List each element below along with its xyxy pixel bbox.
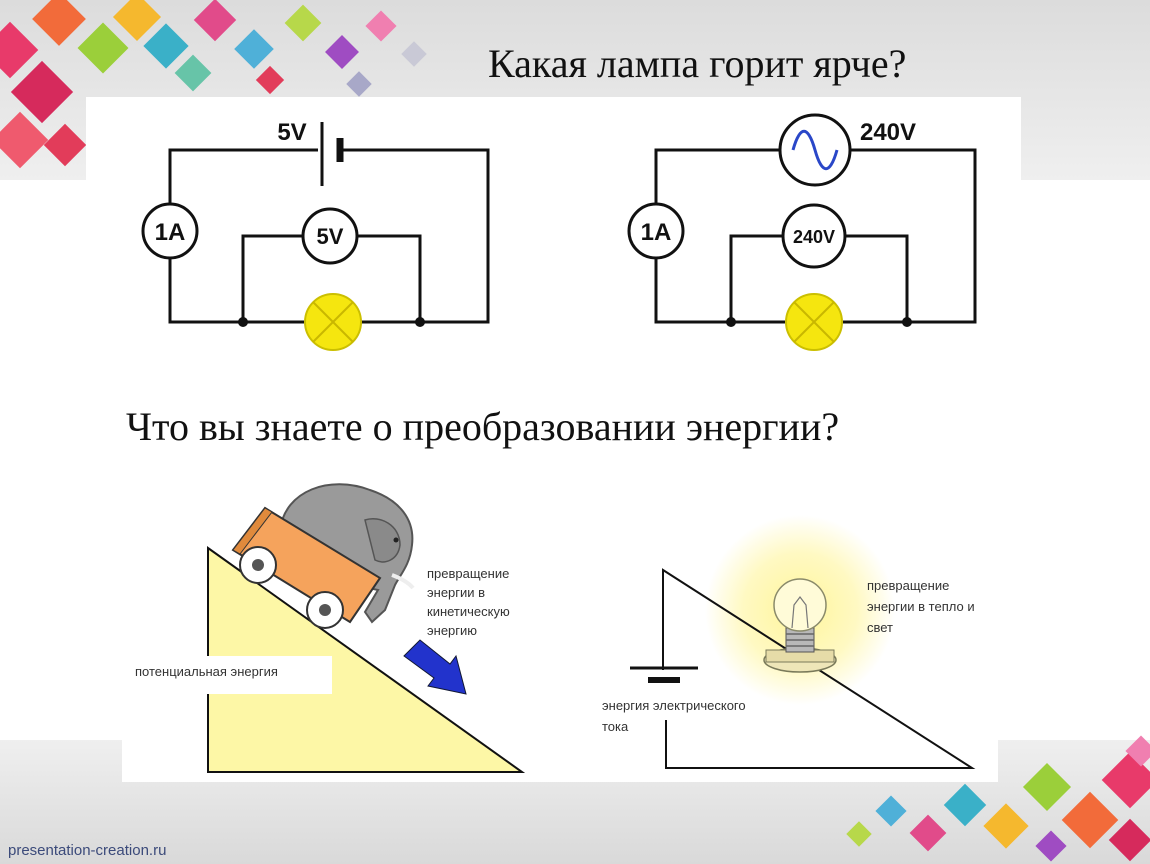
kinetic-line-4: энергию: [427, 623, 477, 638]
ac-ammeter-label: 1A: [641, 219, 672, 246]
potential-energy-label: потенциальная энергия: [135, 664, 278, 679]
kinetic-line-2: энергии в: [427, 585, 485, 600]
dc-junction-left: [238, 317, 248, 327]
dc-source-label: 5V: [277, 119, 306, 146]
dc-voltmeter-label: 5V: [317, 224, 344, 249]
top-left-diamond-cluster: [0, 0, 427, 169]
ac-lamp-icon: [785, 293, 843, 351]
dc-junction-right: [415, 317, 425, 327]
ac-voltmeter-label: 240V: [793, 227, 835, 247]
heat-line-2: энергии в тепло и: [867, 599, 975, 614]
kinetic-line-1: превращение: [427, 566, 509, 581]
light-bulb-icon: [763, 578, 837, 673]
motion-arrow-icon: [403, 639, 467, 695]
ac-voltmeter: [781, 203, 847, 269]
heat-line-3: свет: [867, 620, 893, 635]
dc-ammeter: [141, 202, 199, 260]
kinetic-line-3: кинетическую: [427, 604, 510, 619]
ac-junction-right: [902, 317, 912, 327]
slide-subtitle: Что вы знаете о преобразовании энергии?: [126, 404, 840, 449]
slide-title: Какая лампа горит ярче?: [488, 41, 907, 86]
current-line-2: тока: [602, 719, 629, 734]
cart-wheel-back: [306, 591, 344, 629]
ac-source-icon: [778, 113, 852, 187]
potential-label-box: [127, 656, 332, 694]
ac-junction-left: [726, 317, 736, 327]
heat-line-1: превращение: [867, 578, 949, 593]
heat-light-conversion-text: превращение энергии в тепло и свет: [867, 578, 978, 635]
ac-ammeter: [627, 202, 685, 260]
current-line-1: энергия электрического: [602, 698, 746, 713]
dc-ammeter-label: 1A: [155, 219, 186, 246]
cart-wheel-front: [239, 546, 277, 584]
dc-voltmeter: [301, 207, 359, 265]
electric-current-text: энергия электрического тока: [602, 698, 749, 734]
kinetic-conversion-text: превращение энергии в кинетическую энерг…: [427, 566, 513, 638]
footer-site-link[interactable]: presentation-creation.ru: [8, 842, 167, 859]
dc-lamp-icon: [304, 293, 362, 351]
ac-source-label: 240V: [860, 119, 916, 146]
